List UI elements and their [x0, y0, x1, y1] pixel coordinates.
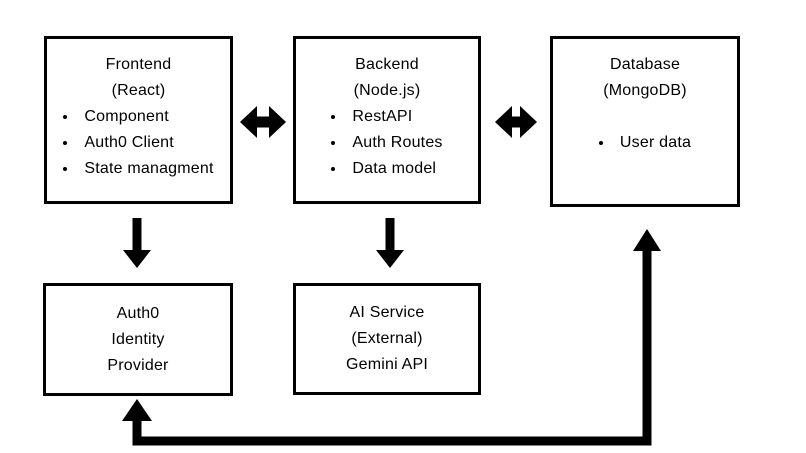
bullet-item: State managment — [63, 156, 213, 182]
node-auth0-line: Identity — [111, 330, 165, 348]
node-frontend: Frontend (React) Component Auth0 Client … — [44, 36, 233, 204]
node-database-subtitle: (MongoDB) — [603, 82, 687, 99]
arrow-backend-database — [495, 106, 537, 138]
node-ai-service-line: Gemini API — [345, 356, 429, 373]
node-frontend-subtitle: (React) — [111, 82, 166, 99]
bullet-item: Auth0 Client — [63, 130, 213, 156]
node-backend-bullet-list: RestAPI Auth Routes Data model — [331, 104, 442, 182]
node-database-bullet-list: User data — [599, 130, 691, 156]
node-backend: Backend (Node.js) RestAPI Auth Routes Da… — [293, 36, 481, 204]
node-frontend-bullet-list: Component Auth0 Client State managment — [63, 104, 213, 182]
bullet-item: RestAPI — [331, 104, 442, 130]
bullet-item: Auth Routes — [331, 130, 442, 156]
node-backend-subtitle: (Node.js) — [353, 82, 421, 99]
arrow-frontend-auth0 — [123, 218, 151, 268]
node-ai-service-line: AI Service — [349, 304, 425, 321]
bullet-item: User data — [599, 130, 691, 156]
node-database: Database (MongoDB) User data — [550, 36, 740, 207]
node-ai-service-line: (External) — [351, 330, 423, 347]
node-database-title: Database — [609, 56, 681, 73]
node-auth0-line: Provider — [107, 356, 169, 374]
bullet-item: Data model — [331, 156, 442, 182]
arrow-backend-aiservice — [376, 218, 404, 268]
node-auth0-line: Auth0 — [116, 304, 160, 322]
bullet-item: Component — [63, 104, 213, 130]
arrow-frontend-backend — [240, 106, 286, 138]
node-backend-title: Backend — [355, 56, 419, 73]
node-ai-service: AI Service (External) Gemini API — [293, 283, 481, 395]
arrow-auth0-database-elbow — [122, 229, 661, 446]
node-frontend-title: Frontend — [105, 56, 172, 73]
node-auth0-identity-provider: Auth0 Identity Provider — [43, 283, 233, 396]
